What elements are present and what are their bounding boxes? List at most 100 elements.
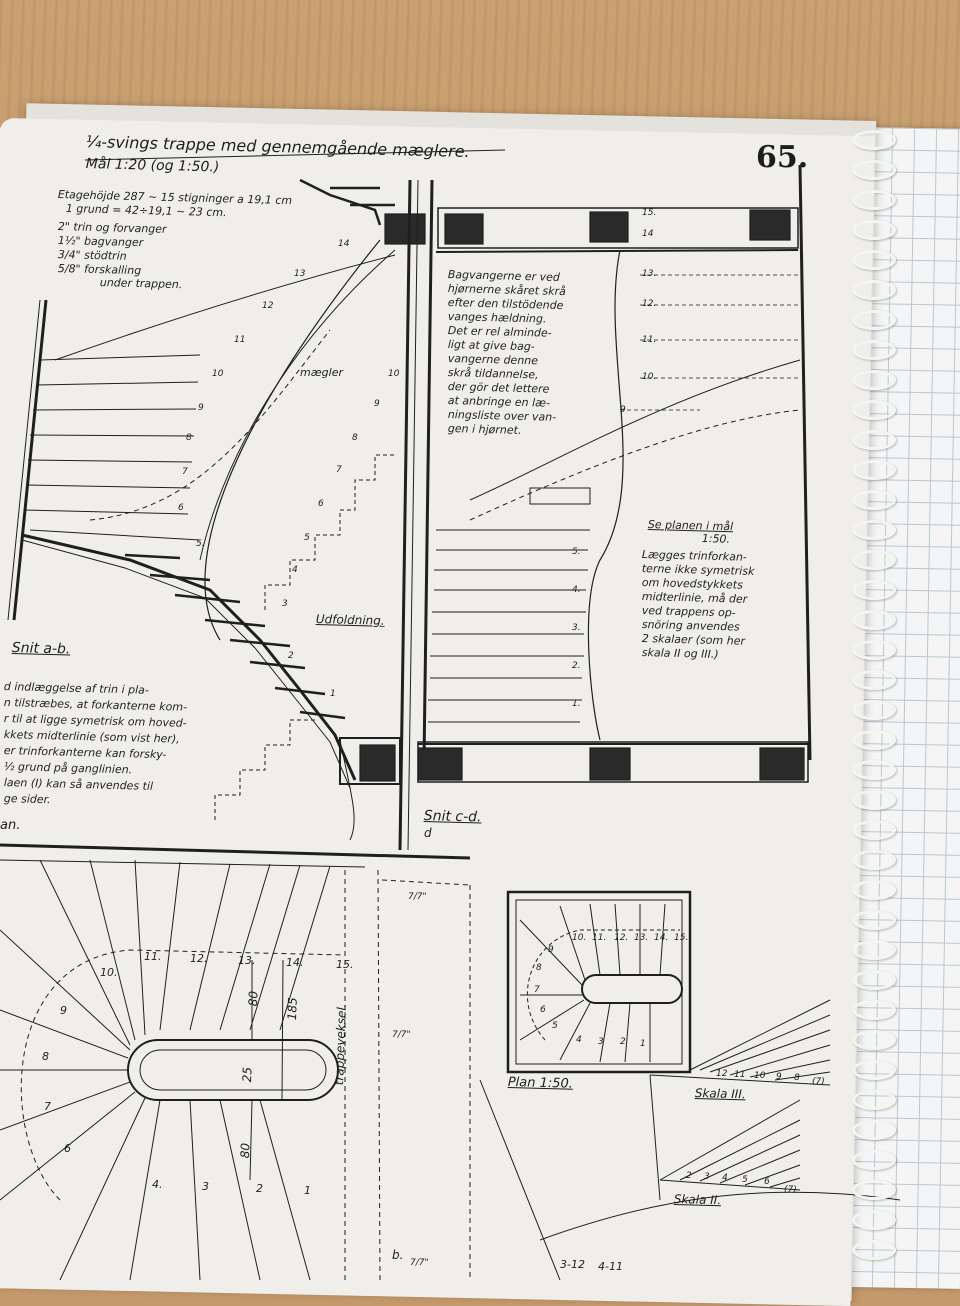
step-number: 13	[294, 269, 306, 279]
binding-coil	[852, 280, 896, 300]
note-line: gen i hjørnet.	[447, 422, 522, 437]
step-number: 13.	[642, 269, 657, 279]
step-number: 8	[186, 433, 192, 443]
plan-partial-label: an.	[0, 818, 21, 833]
binding-coil	[852, 820, 896, 840]
fraction-label: 7/7"	[410, 1258, 429, 1268]
bottom-mark: 4-11	[598, 1260, 623, 1273]
scale-tick: 12	[716, 1069, 728, 1079]
binding-coil	[852, 310, 896, 330]
step-number: 8	[42, 1050, 49, 1063]
binding-coil	[852, 1210, 896, 1230]
section-marker-b: b.	[392, 1248, 404, 1262]
binding-coil	[852, 1030, 896, 1050]
step-number: 14.	[286, 956, 304, 969]
binding-coil	[852, 670, 896, 690]
step-number: 6	[178, 503, 184, 513]
step-number: 12	[262, 301, 274, 311]
binding-coil	[852, 250, 896, 270]
dim-185: 185	[285, 997, 300, 1021]
dim-25: 25	[240, 1066, 255, 1083]
scale-tick: 5	[742, 1175, 748, 1185]
skala-2-label: Skala II.	[673, 1192, 722, 1208]
step-number: 15.	[336, 958, 354, 971]
step-number: 9	[620, 405, 626, 415]
trappeveksel-label: trappeveksel.	[332, 1003, 349, 1086]
step-number: 1.	[572, 699, 581, 709]
step-number: 9	[548, 945, 554, 955]
step-number: 10	[388, 369, 400, 379]
step-number: 10	[212, 369, 224, 379]
binding-coil	[852, 640, 896, 660]
note-line: ge sider.	[3, 792, 51, 807]
step-number: 4.	[572, 585, 581, 595]
binding-coil	[852, 940, 896, 960]
binding-coil	[852, 790, 896, 810]
step-number: 3	[202, 1180, 209, 1193]
binding-coil	[852, 130, 896, 150]
scale-tick: 9	[776, 1072, 782, 1082]
step-number: 1	[640, 1039, 646, 1049]
binding-coil	[852, 880, 896, 900]
scale-tick: 10	[754, 1071, 766, 1081]
step-number: 2	[620, 1037, 626, 1047]
step-number: 14	[642, 229, 654, 239]
binding-coil	[852, 730, 896, 750]
binding-coil	[852, 610, 896, 630]
step-number: 3	[598, 1037, 604, 1047]
section-marker-d: d	[424, 826, 432, 840]
binding-coil	[852, 1090, 896, 1110]
binding-coil	[852, 220, 896, 240]
step-number: 6	[318, 499, 324, 509]
scale-tick: (7)	[812, 1077, 825, 1087]
note-line: 1:50.	[701, 532, 731, 546]
step-number: 11	[234, 335, 246, 345]
note-line: Se planen i mål	[647, 518, 734, 534]
binding-coil	[852, 850, 896, 870]
scale-tick: 3	[704, 1172, 710, 1182]
step-number: 8	[352, 433, 358, 443]
step-number: 4	[576, 1035, 582, 1045]
page-number: 65.	[756, 140, 809, 175]
scale-tick: 2	[686, 1171, 692, 1181]
step-number: 12.	[642, 299, 657, 309]
step-number: 7	[44, 1100, 51, 1113]
step-number: 13.	[634, 933, 649, 943]
step-number: 14.	[654, 933, 669, 943]
step-number: 5.	[196, 539, 205, 549]
maegler-label: mægler	[300, 366, 343, 379]
step-number: 10.	[100, 966, 118, 979]
binding-coil	[852, 550, 896, 570]
step-number: 5	[304, 533, 310, 543]
step-number: 7	[182, 467, 188, 477]
step-number: 13.	[238, 954, 256, 967]
skala-3-label: Skala III.	[694, 1086, 746, 1102]
step-number: 10.	[642, 372, 657, 382]
step-number: 10.	[572, 933, 587, 943]
step-number: 14	[338, 239, 350, 249]
step-number: 9	[374, 399, 380, 409]
binding-coil	[852, 490, 896, 510]
binding-coil	[852, 970, 896, 990]
spec-line: under trappen.	[99, 276, 183, 292]
step-number: 4.	[152, 1178, 163, 1191]
binding-coil	[852, 190, 896, 210]
step-number: 9	[60, 1004, 67, 1017]
step-number: 7	[534, 985, 540, 995]
note-line: skala II og III.)	[641, 646, 719, 662]
step-number: 6	[540, 1005, 546, 1015]
step-number: 5	[552, 1021, 558, 1031]
section-ab-label: Snit a-b.	[11, 640, 71, 658]
step-number: 4	[292, 565, 298, 575]
step-number: 9	[198, 403, 204, 413]
binding-coil	[852, 580, 896, 600]
step-number: 8	[536, 963, 542, 973]
bottom-mark: 3-12	[560, 1258, 585, 1271]
binding-coil	[852, 340, 896, 360]
binding-coil	[852, 370, 896, 390]
step-number: 1	[304, 1184, 311, 1197]
step-number: 3	[282, 599, 288, 609]
scale-tick: 4	[722, 1173, 728, 1183]
step-number: 5.	[572, 547, 581, 557]
